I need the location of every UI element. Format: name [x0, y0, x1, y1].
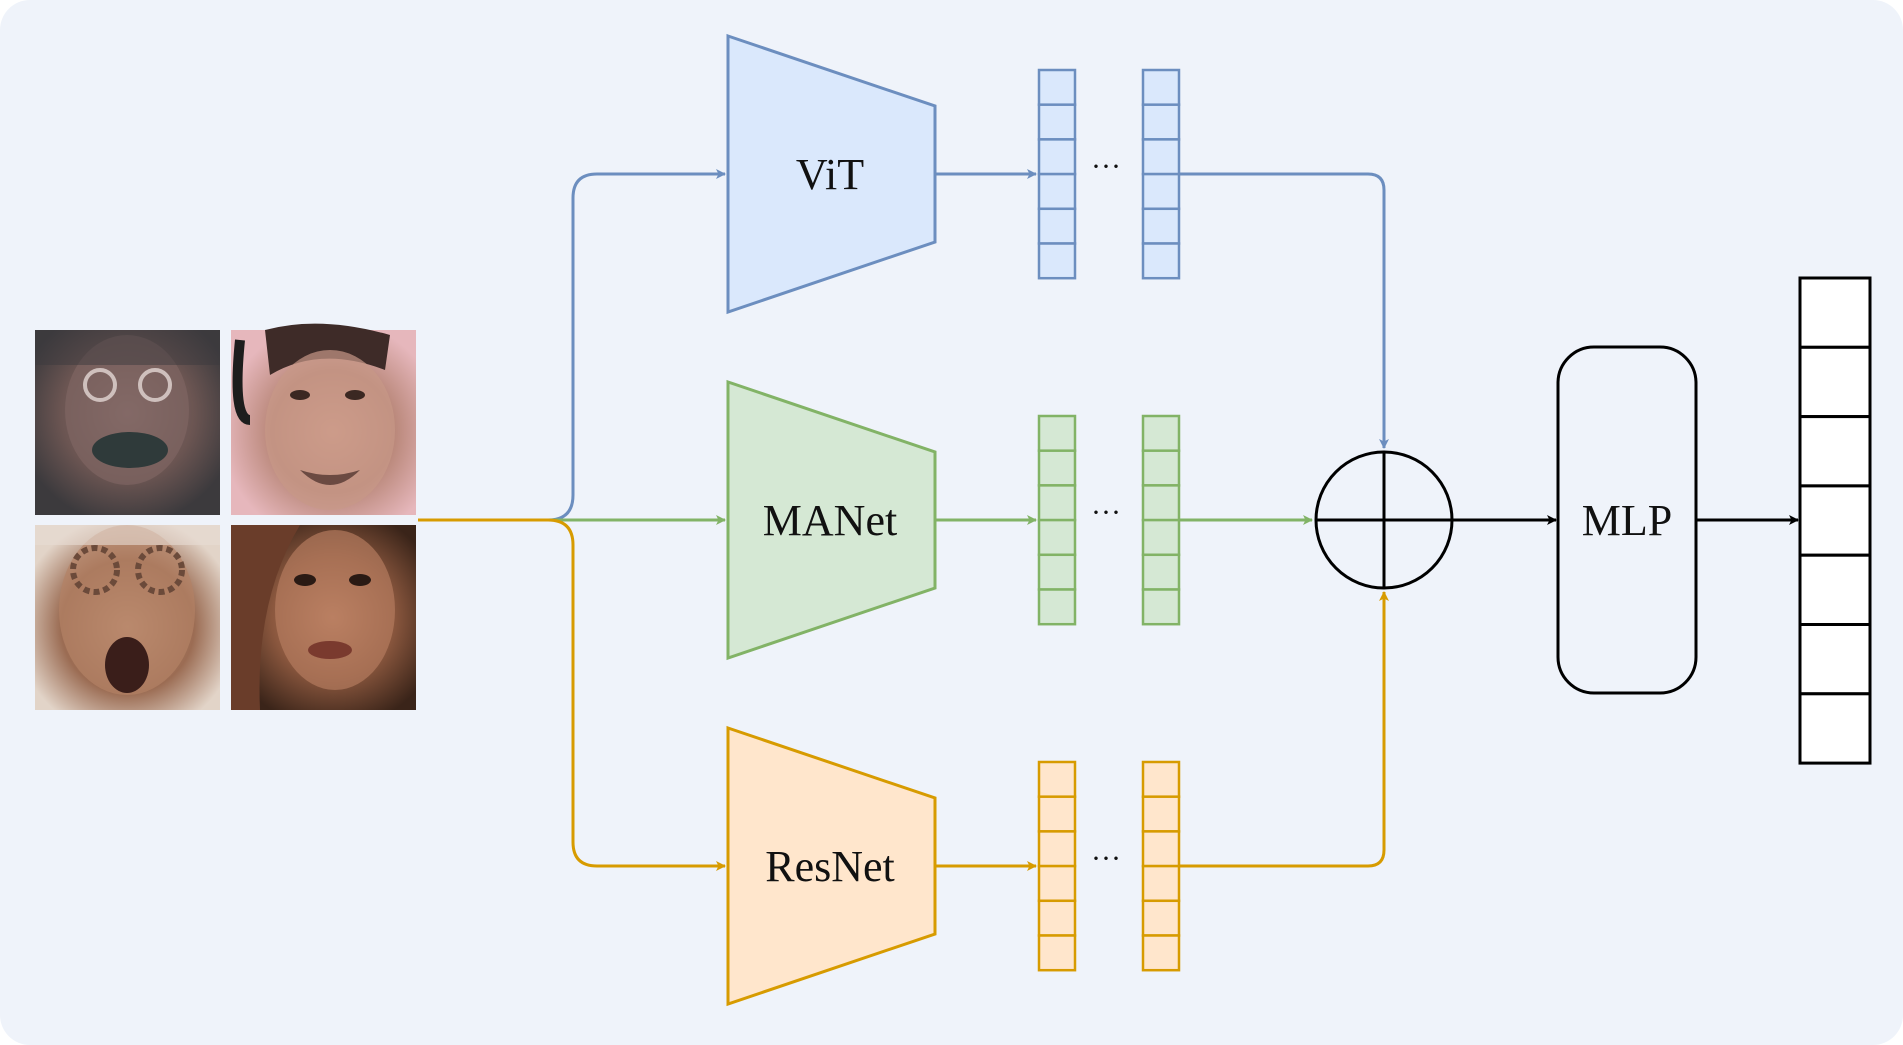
- resnet-feature-cell: [1141, 760, 1181, 798]
- manet-feature-cell: [1141, 414, 1181, 452]
- vit-feature-cell: [1141, 138, 1181, 176]
- output-cell: [1798, 276, 1872, 349]
- manet-label: MANet: [763, 496, 897, 545]
- vit-feature-vector-1: [1037, 68, 1077, 280]
- output-cell: [1798, 415, 1872, 488]
- manet-feature-cell: [1037, 518, 1077, 557]
- manet-feature-cell: [1141, 518, 1181, 557]
- vit-feature-cell: [1141, 242, 1181, 280]
- face-surprised-glasses: [35, 525, 220, 710]
- output-cell: [1798, 623, 1872, 696]
- output-cell: [1798, 692, 1872, 765]
- vit-label: ViT: [796, 150, 864, 199]
- manet-feature-cell: [1037, 484, 1077, 522]
- manet-feature-cell: [1037, 588, 1077, 626]
- resnet-feature-cell: [1141, 864, 1181, 903]
- vit-feature-cell: [1037, 103, 1077, 141]
- resnet-feature-cell: [1037, 864, 1077, 903]
- vit-feature-cell: [1141, 207, 1181, 245]
- resnet-feature-cell: [1037, 795, 1077, 833]
- resnet-encoder-block: [726, 725, 937, 1007]
- vit-feature-cell: [1141, 172, 1181, 211]
- manet-feature-cell: [1037, 553, 1077, 591]
- resnet-label: ResNet: [765, 842, 895, 891]
- vit-feature-cell: [1037, 242, 1077, 280]
- resnet-feature-cell: [1037, 899, 1077, 937]
- face-fearful-woman: [231, 525, 416, 710]
- manet-feature-cell: [1037, 449, 1077, 487]
- output-cell: [1798, 484, 1872, 557]
- vit-arrow-to-fusion: [1179, 172, 1389, 449]
- input-image-grid: [35, 323, 416, 710]
- vit-encoder-block: [726, 33, 937, 315]
- resnet-input-arrow: [547, 518, 726, 871]
- output-cell: [1798, 345, 1872, 419]
- vit-ellipsis: ···: [1091, 150, 1121, 183]
- resnet-feature-cell: [1141, 934, 1181, 972]
- manet-feature-cell: [1037, 414, 1077, 452]
- manet-encoder-block: [726, 379, 937, 661]
- resnet-feature-vector-1: [1037, 760, 1077, 972]
- vit-feature-cell: [1037, 207, 1077, 245]
- mlp-label: MLP: [1582, 496, 1672, 545]
- face-man-headset: [231, 323, 416, 515]
- manet-feature-cell: [1141, 588, 1181, 626]
- output-cell: [1798, 553, 1872, 627]
- resnet-feature-cell: [1037, 760, 1077, 798]
- vit-feature-cell: [1037, 138, 1077, 176]
- face-angry-glasses: [35, 330, 220, 515]
- manet-feature-vector-1: [1037, 414, 1077, 626]
- manet-feature-vector-2: [1141, 414, 1181, 626]
- manet-feature-cell: [1141, 484, 1181, 522]
- manet-feature-cell: [1141, 553, 1181, 591]
- vit-feature-cell: [1037, 172, 1077, 211]
- vit-feature-cell: [1037, 68, 1077, 106]
- resnet-feature-cell: [1141, 899, 1181, 937]
- vit-feature-cell: [1141, 68, 1181, 106]
- vit-feature-cell: [1141, 103, 1181, 141]
- resnet-ellipsis: ···: [1091, 842, 1121, 875]
- branch-resnet: ResNet ···: [726, 591, 1389, 1007]
- branch-vit: ViT ···: [726, 33, 1389, 449]
- vit-input-arrow: [547, 169, 726, 522]
- resnet-feature-vector-2: [1141, 760, 1181, 972]
- resnet-arrow-to-fusion: [1179, 591, 1389, 868]
- vit-feature-vector-2: [1141, 68, 1181, 280]
- resnet-feature-cell: [1037, 830, 1077, 868]
- branch-manet: MANet ···: [726, 379, 1313, 661]
- manet-ellipsis: ···: [1091, 496, 1121, 529]
- resnet-feature-cell: [1141, 830, 1181, 868]
- resnet-feature-cell: [1141, 795, 1181, 833]
- fusion-oplus-node: [1314, 450, 1454, 590]
- resnet-feature-cell: [1037, 934, 1077, 972]
- manet-feature-cell: [1141, 449, 1181, 487]
- output-vector: [1798, 276, 1872, 765]
